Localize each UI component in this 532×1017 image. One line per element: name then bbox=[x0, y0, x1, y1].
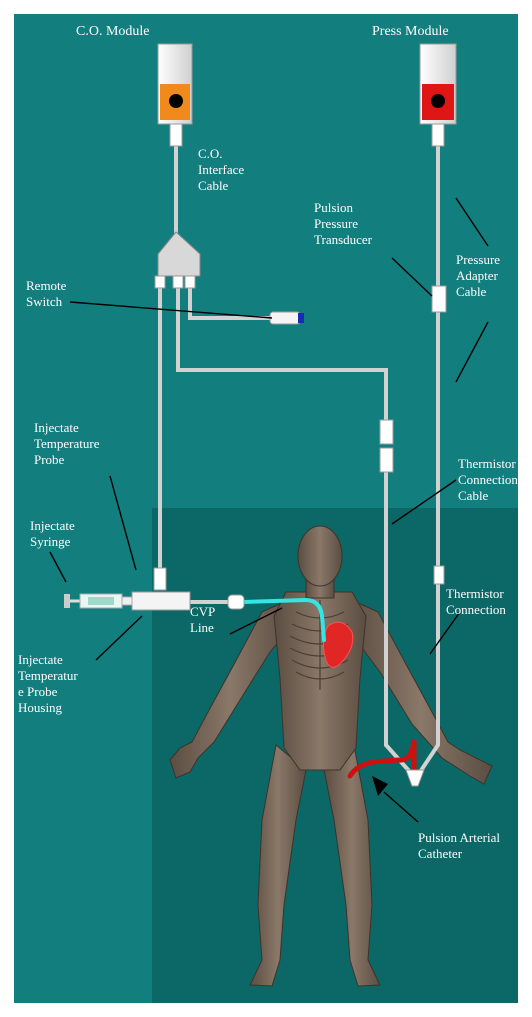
injectate-probe-housing-device bbox=[132, 592, 190, 610]
label-injectate-temperature-probe-housing: Injectate Temperatur e Probe Housing bbox=[18, 652, 78, 716]
injectate-temperature-probe-device bbox=[154, 568, 166, 590]
thermistor-cable-connector-top bbox=[380, 420, 393, 444]
label-press-module: Press Module bbox=[372, 24, 449, 40]
label-injectate-syringe: Injectate Syringe bbox=[30, 518, 75, 550]
thermistor-connection-device bbox=[434, 566, 444, 584]
thermistor-cable-connector-bottom bbox=[380, 448, 393, 472]
label-pulsion-pressure-transducer: Pulsion Pressure Transducer bbox=[314, 200, 372, 248]
label-co-module: C.O. Module bbox=[76, 24, 150, 40]
label-thermistor-connection-cable: Thermistor Connection Cable bbox=[458, 456, 518, 504]
label-cvp-line: CVP Line bbox=[190, 604, 215, 636]
cvp-connector bbox=[228, 595, 244, 609]
pressure-transducer-device bbox=[432, 286, 446, 312]
label-injectate-temperature-probe: Injectate Temperature Probe bbox=[34, 420, 100, 468]
label-remote-switch: Remote Switch bbox=[26, 278, 66, 310]
label-co-interface-cable: C.O. Interface Cable bbox=[198, 146, 244, 194]
label-pressure-adapter-cable: Pressure Adapter Cable bbox=[456, 252, 500, 300]
label-pulsion-arterial-catheter: Pulsion Arterial Catheter bbox=[418, 830, 500, 862]
label-thermistor-connection: Thermistor Connection bbox=[446, 586, 506, 618]
remote-switch-device bbox=[270, 312, 304, 324]
